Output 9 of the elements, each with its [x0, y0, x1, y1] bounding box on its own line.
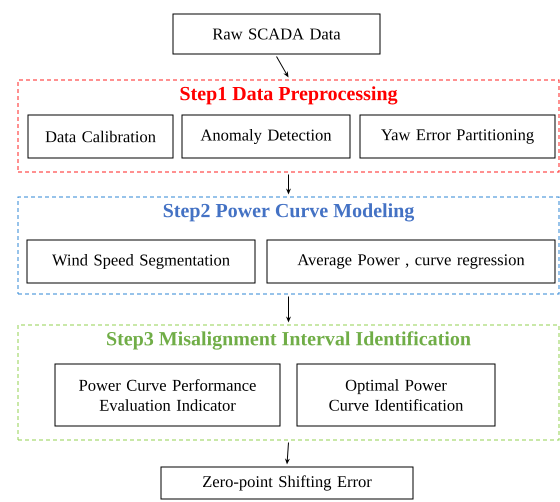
process-box: Data Calibration	[28, 114, 174, 158]
process-box: Zero-point Shifting Error	[160, 466, 414, 500]
process-box: Raw SCADA Data	[172, 14, 380, 54]
process-box: Anomaly Detection	[182, 114, 350, 158]
process-box: Optimal Power Curve Identification	[296, 364, 496, 426]
process-box: Wind Speed Segmentation	[26, 240, 256, 284]
process-box: Yaw Error Partitioning	[360, 114, 556, 158]
process-box: Power Curve Performance Evaluation Indicator	[54, 364, 280, 426]
process-box: Average Power , curve regression	[266, 240, 556, 284]
